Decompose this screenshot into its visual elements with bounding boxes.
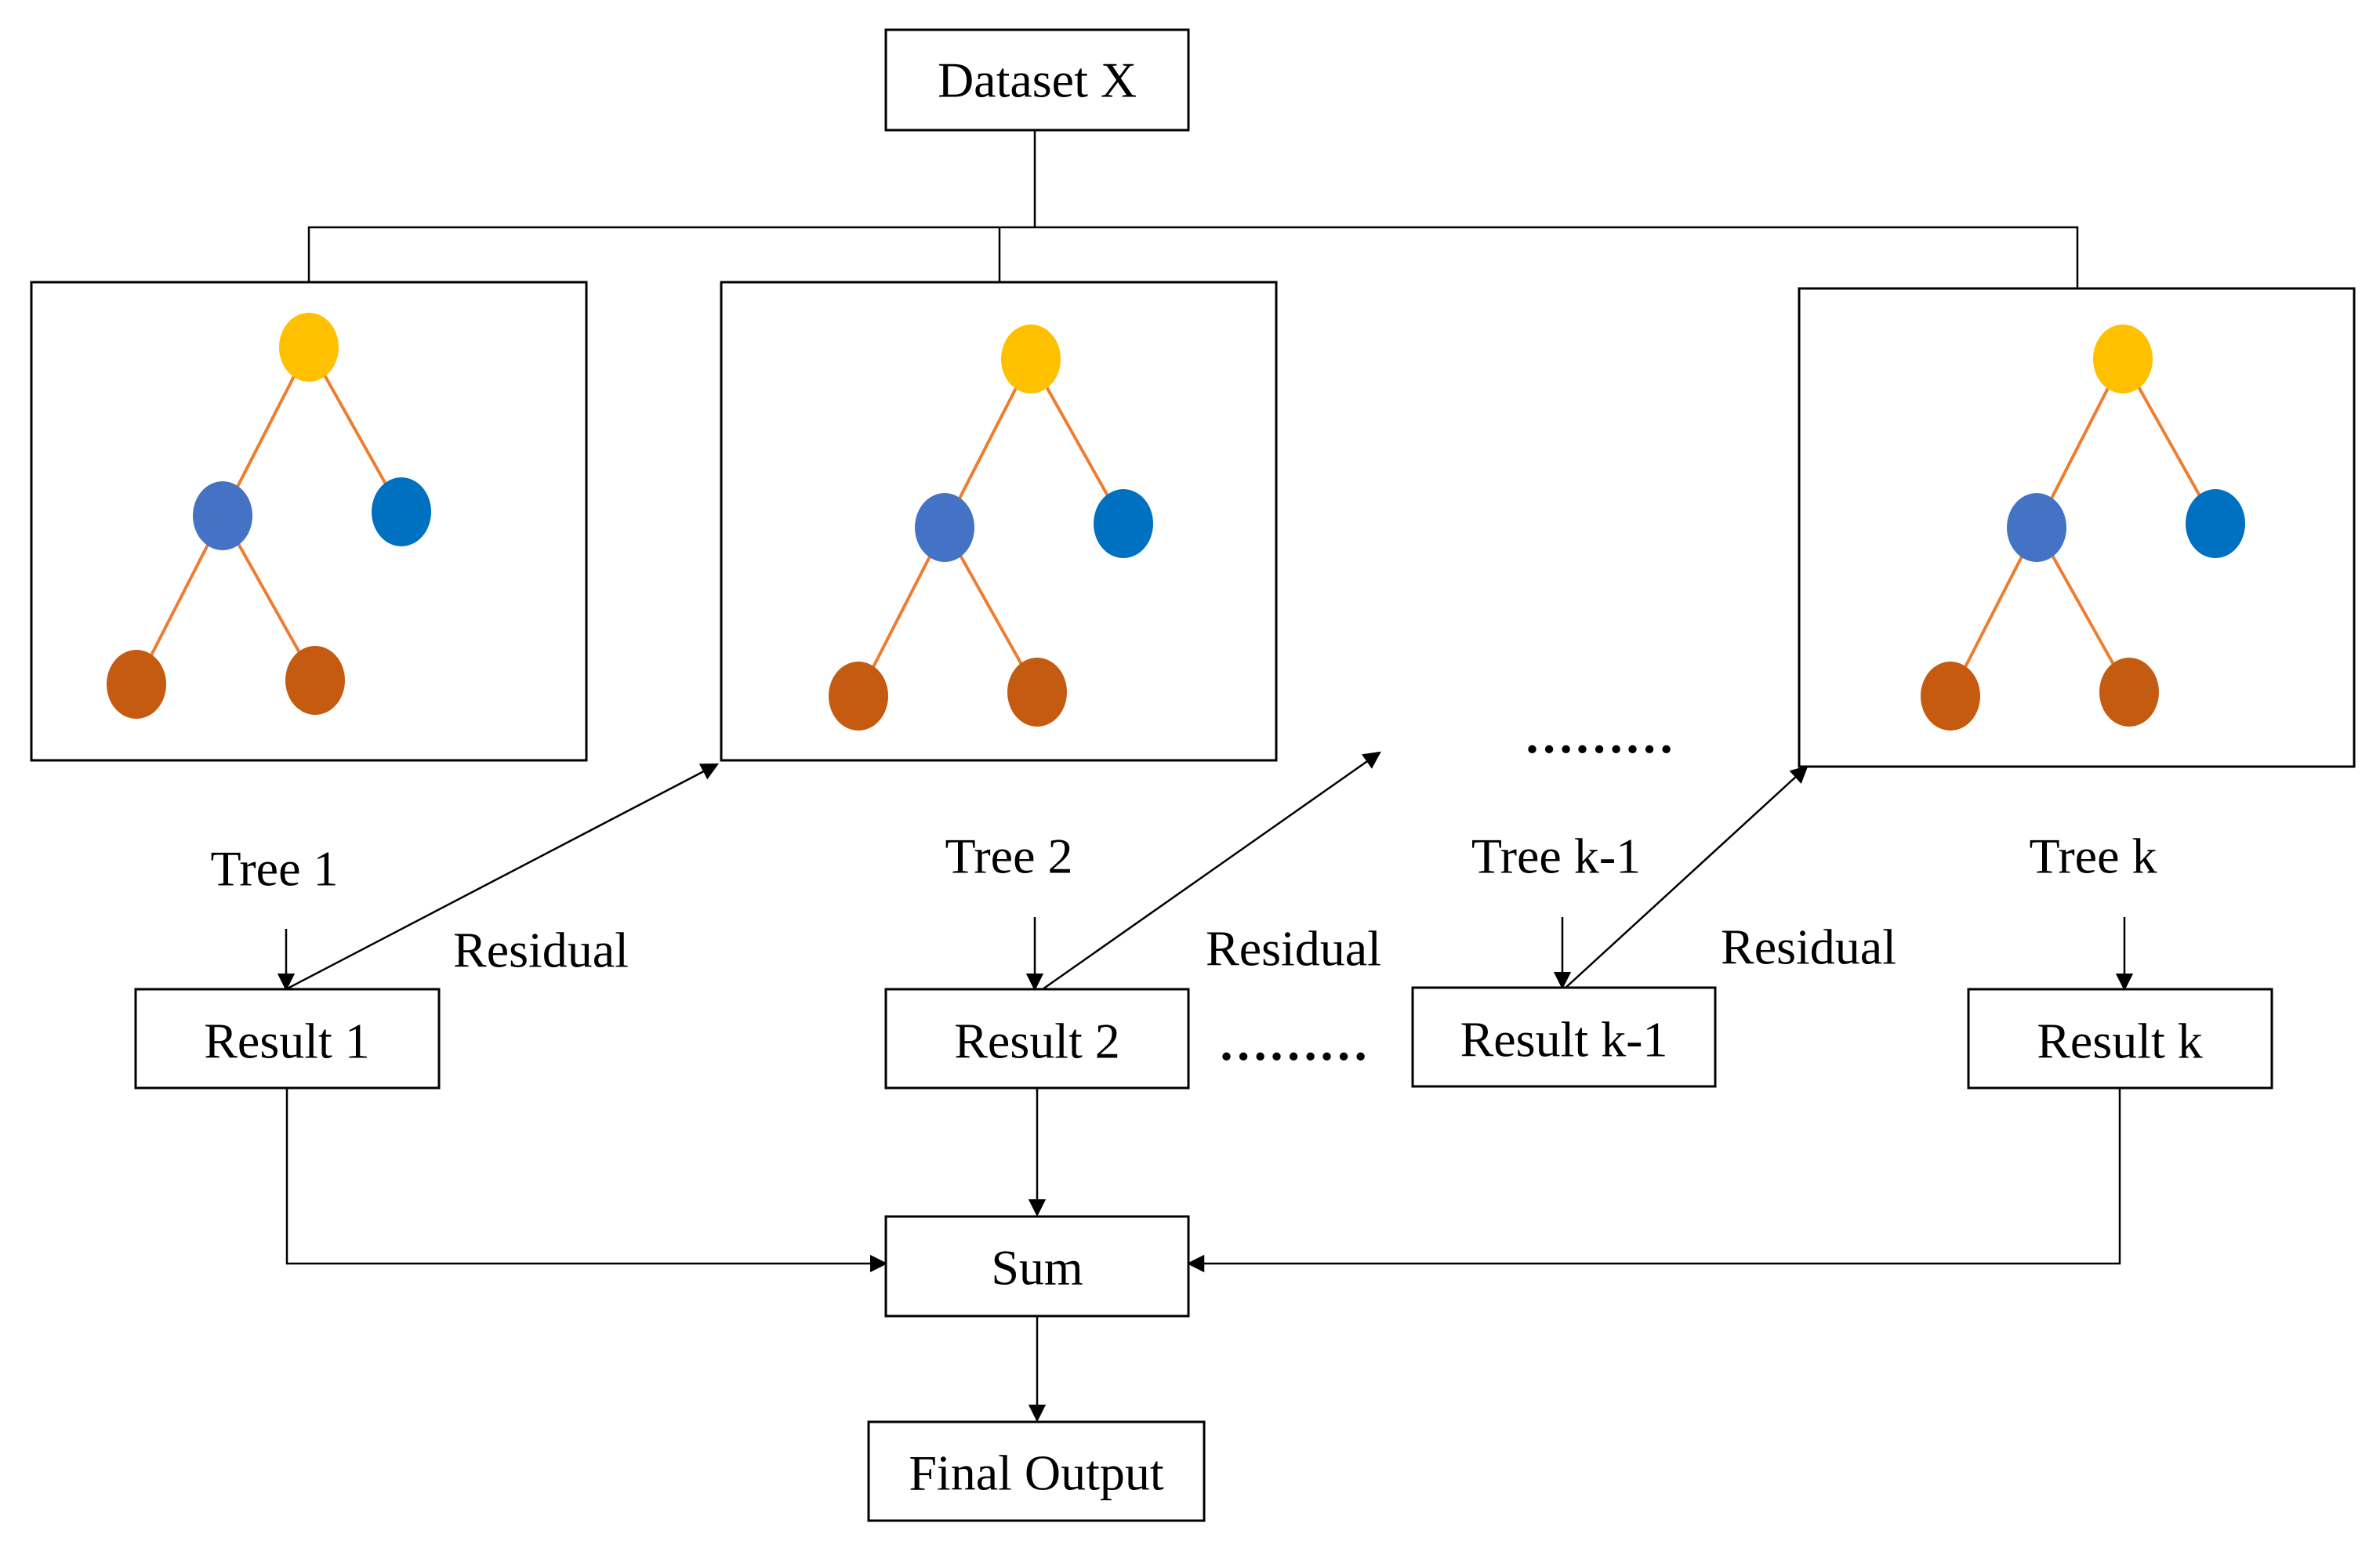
final-output-box: Final Output [867, 1420, 1206, 1522]
tree-node-ll [107, 650, 166, 719]
tree-node-mid [193, 481, 252, 550]
tree-frame-2 [720, 281, 1278, 762]
tree-node-mid [2007, 493, 2066, 562]
dataset-connectors [307, 130, 2079, 288]
tree-glyph-2 [829, 325, 1153, 731]
tree-node-mid [915, 493, 974, 562]
residual-label-1: Residual [453, 923, 629, 978]
tree-node-right [2186, 489, 2245, 558]
ellipsis-middle: ……… [1218, 1015, 1369, 1071]
tree-node-root [1001, 325, 1061, 393]
residual-arrows [285, 751, 1809, 991]
result-label-2: Result 2 [954, 1014, 1120, 1069]
tree-frame-k [1798, 287, 2356, 768]
sum-label: Sum [991, 1240, 1083, 1296]
tree-node-ll [829, 662, 888, 731]
dataset-label: Dataset X [938, 53, 1137, 108]
tree-node-ll [1921, 662, 1980, 731]
residual-label-3: Residual [1721, 919, 1896, 975]
tree-label-k-1: Tree k-1 [1471, 829, 1641, 884]
tree-node-root [2093, 325, 2153, 393]
dataset-box: Dataset X [884, 28, 1190, 132]
tree-label-k: Tree k [2030, 829, 2157, 884]
tree-node-right [372, 477, 431, 546]
result-label-1: Result 1 [204, 1014, 370, 1069]
result-box-k: Result k [1967, 988, 2273, 1090]
ellipsis-top: ……… [1524, 708, 1674, 763]
tree-node-right [1094, 489, 1153, 558]
tree-node-lr [2099, 658, 2159, 727]
result-label-k: Result k [2037, 1014, 2203, 1069]
sum-box: Sum [884, 1215, 1190, 1318]
tree-label-1: Tree 1 [211, 841, 339, 897]
tree-node-lr [1007, 658, 1067, 727]
result-label-k-1: Result k-1 [1460, 1012, 1668, 1068]
tree-node-root [279, 313, 339, 382]
final-output-label: Final Output [909, 1445, 1164, 1501]
residual-label-2: Residual [1206, 921, 1381, 977]
tree-to-result-arrows [277, 917, 2134, 992]
result-box-2: Result 2 [884, 988, 1190, 1090]
tree-node-lr [285, 646, 345, 715]
tree-glyph-1 [107, 313, 431, 719]
result-box-k-1: Result k-1 [1411, 986, 1717, 1088]
tree-glyph-k [1921, 325, 2245, 731]
tree-label-2: Tree 2 [945, 829, 1073, 884]
result-box-1: Result 1 [134, 988, 441, 1090]
sum-input-arrows [285, 1088, 2121, 1273]
